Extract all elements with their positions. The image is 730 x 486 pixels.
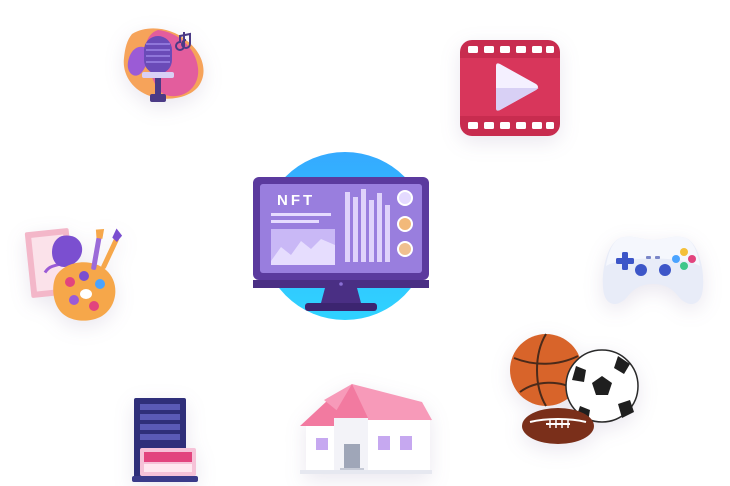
microphone-icon bbox=[123, 28, 204, 102]
nft-monitor-icon: NFT bbox=[253, 177, 429, 311]
server-icon bbox=[132, 398, 198, 482]
gamepad-icon bbox=[602, 236, 704, 304]
house-icon bbox=[300, 384, 432, 474]
video-play-icon bbox=[460, 40, 560, 136]
nft-monitor-illustration: NFT bbox=[253, 152, 429, 320]
nft-screen-label: NFT bbox=[277, 192, 315, 209]
art-palette-icon bbox=[24, 228, 123, 321]
sports-balls-icon bbox=[510, 333, 639, 444]
